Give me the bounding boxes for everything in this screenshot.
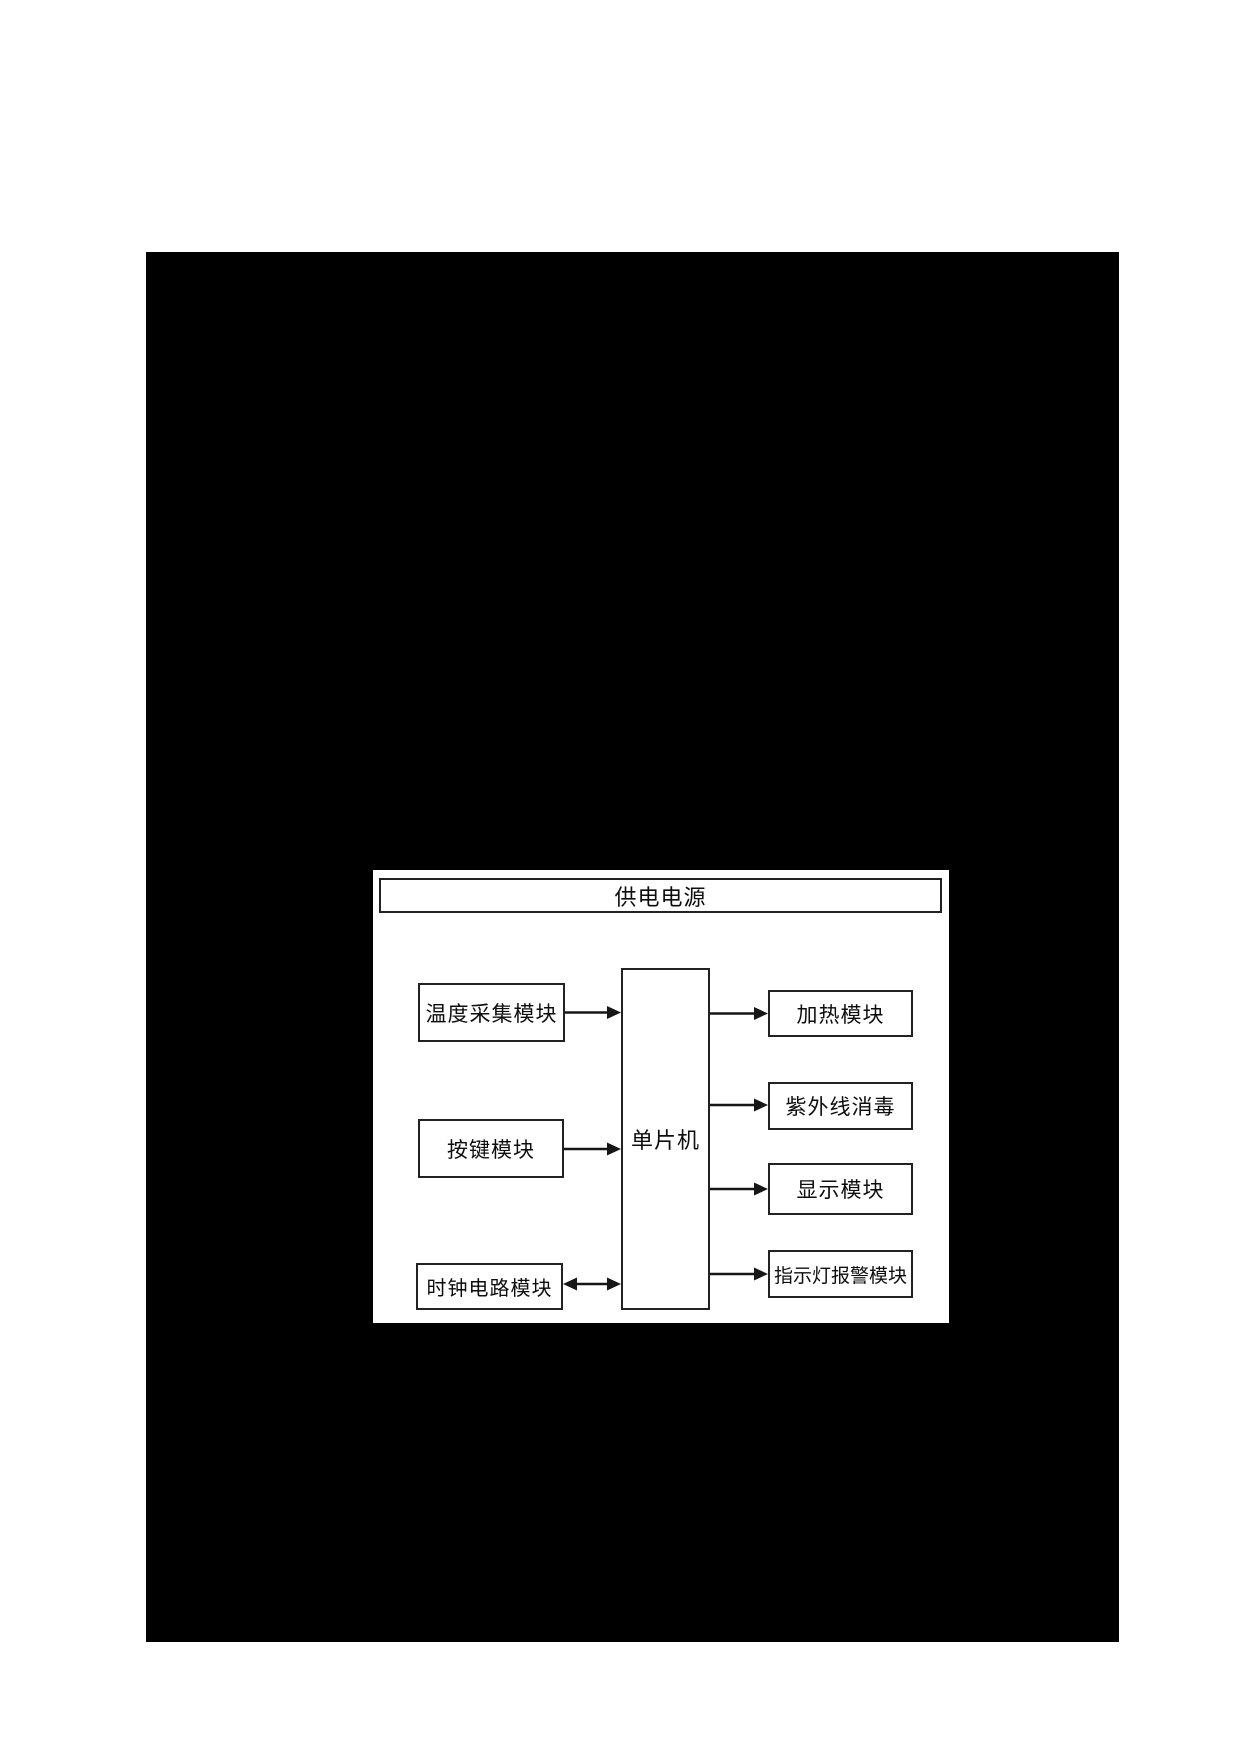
arrow-mcu-to-heat [710,1007,768,1020]
arrowhead-right-icon [607,1277,621,1291]
connector-layer [563,1006,768,1291]
node-display-module: 显示模块 [768,1163,913,1215]
node-power-supply-label: 供电电源 [614,884,707,910]
node-indicator-alarm-label: 指示灯报警模块 [773,1265,907,1287]
arrowhead-left-icon [563,1277,577,1291]
node-uv-disinfection: 紫外线消毒 [768,1082,913,1130]
block-diagram: 供电电源 温度采集模块 按键模块 时钟电路模块 单片机 加热模块 紫外线消毒 显… [373,870,949,1323]
arrowhead-right-icon [754,1267,768,1281]
arrow-temp-to-mcu [565,1006,621,1019]
node-key-button-module: 按键模块 [418,1119,564,1178]
node-clock-circuit-module: 时钟电路模块 [416,1263,563,1310]
arrowhead-right-icon [754,1098,768,1112]
node-heating-module: 加热模块 [768,990,913,1037]
arrowhead-right-icon [607,1006,621,1019]
arrowhead-right-icon [607,1142,621,1156]
arrow-mcu-to-indicator [710,1267,768,1281]
node-temperature-collection-module: 温度采集模块 [418,983,565,1042]
arrow-key-to-mcu [564,1142,621,1156]
node-mcu: 单片机 [621,968,710,1310]
node-key-button-label: 按键模块 [447,1138,535,1162]
node-mcu-label: 单片机 [630,1128,700,1153]
arrow-mcu-to-display [710,1182,768,1196]
black-scan-background: 供电电源 温度采集模块 按键模块 时钟电路模块 单片机 加热模块 紫外线消毒 显… [146,252,1119,1642]
arrowhead-right-icon [754,1007,768,1020]
node-clock-circuit-label: 时钟电路模块 [426,1278,553,1300]
node-power-supply: 供电电源 [379,878,942,913]
node-temperature-collection-label: 温度采集模块 [425,1002,558,1026]
node-indicator-alarm-module: 指示灯报警模块 [768,1250,913,1298]
arrowhead-right-icon [754,1182,768,1196]
node-heating-label: 加热模块 [796,1003,885,1027]
node-uv-disinfection-label: 紫外线消毒 [785,1096,896,1119]
node-display-label: 显示模块 [796,1179,885,1202]
arrow-mcu-to-uv [710,1098,768,1112]
arrow-clock-mcu-bidirectional [563,1277,621,1291]
